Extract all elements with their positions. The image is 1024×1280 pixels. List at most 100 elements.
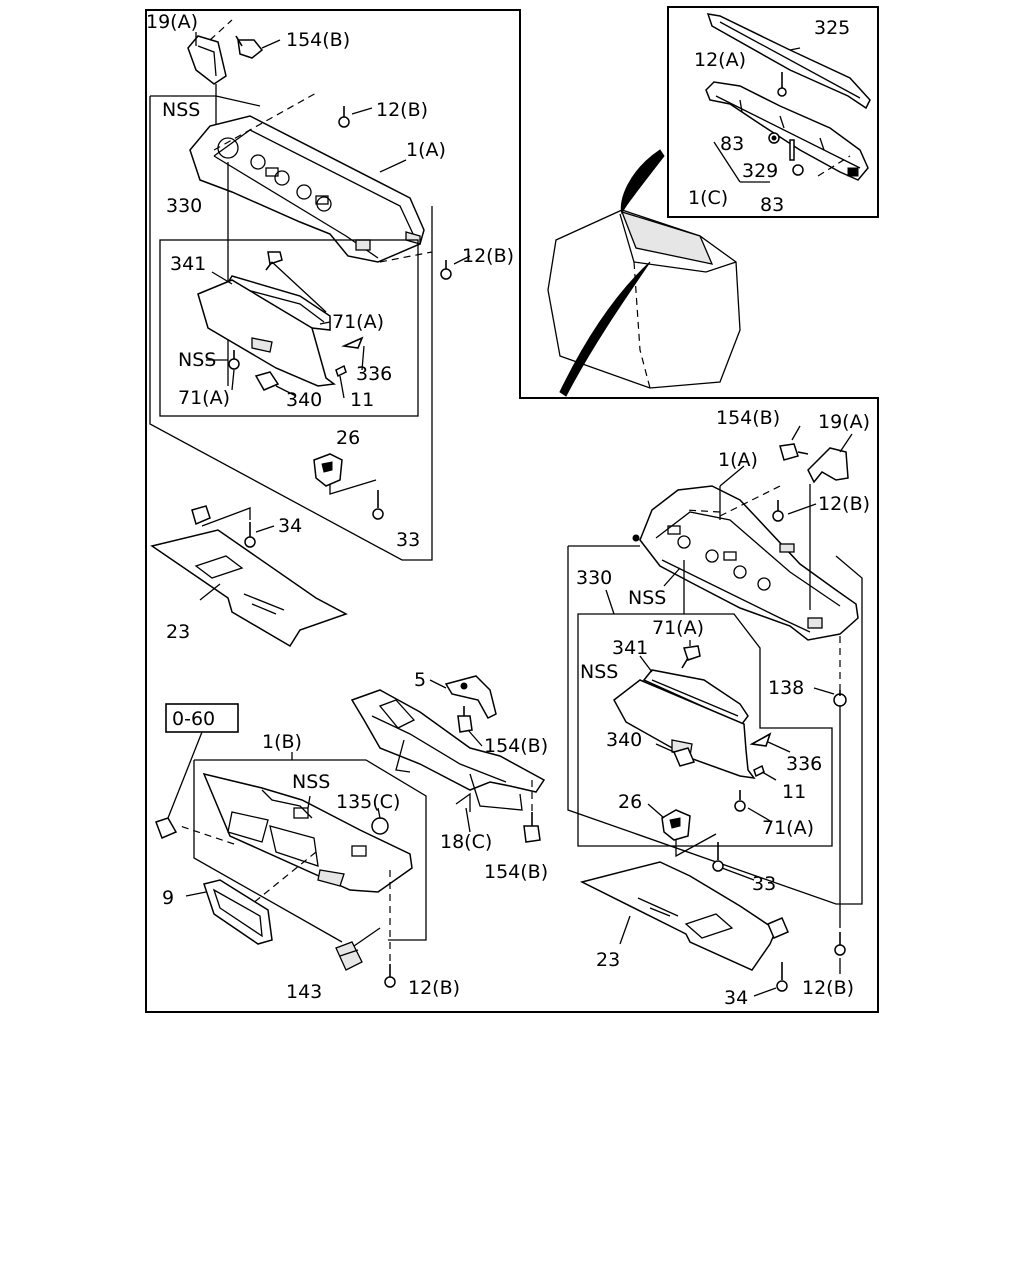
callout-label: NSS — [580, 661, 618, 683]
callout-label: 135(C) — [336, 791, 400, 813]
screw-icon — [338, 106, 350, 128]
callout-label: 12(B) — [408, 977, 460, 999]
callout-label: 340 — [606, 729, 642, 751]
clip-icon — [155, 817, 178, 839]
screw-icon — [244, 522, 256, 548]
left-lower-assembly — [155, 675, 546, 988]
screw-icon — [734, 790, 746, 812]
left-lower-labels: 0-60 1(B) NSS 135(C) 9 143 12(B) 5 154(B… — [162, 669, 548, 1003]
screw-icon — [228, 350, 240, 370]
callout-label: 154(B) — [484, 861, 548, 883]
screw-icon — [768, 132, 780, 144]
callout-label: 11 — [350, 389, 374, 411]
callout-label: 19(A) — [146, 11, 198, 33]
callout-label: 33 — [396, 529, 420, 551]
bolt-icon — [523, 812, 541, 843]
callout-label: 154(B) — [484, 735, 548, 757]
screw-icon — [772, 500, 784, 522]
reference-code: 0-60 — [172, 708, 215, 730]
callout-label: 340 — [286, 389, 322, 411]
screw-icon — [372, 490, 384, 520]
callout-label: 1(B) — [262, 731, 302, 753]
callout-label: 71(A) — [332, 311, 384, 333]
clip-icon — [672, 747, 696, 767]
callout-label: 12(B) — [376, 99, 428, 121]
callout-label: 143 — [286, 981, 322, 1003]
callout-label: 5 — [414, 669, 426, 691]
callout-label: NSS — [628, 587, 666, 609]
inset-trim-detail — [705, 13, 871, 183]
callout-label: 26 — [336, 427, 360, 449]
inset-labels: 325 12(A) 83 329 1(C) 83 — [688, 17, 850, 216]
clip-icon — [341, 336, 364, 349]
left-upper-labels: 19(A) 154(B) NSS 12(B) 1(A) 330 12(B) 34… — [146, 11, 514, 643]
callout-label: 23 — [166, 621, 190, 643]
clip-icon — [789, 139, 795, 161]
bracket-icon — [807, 447, 849, 484]
callout-label: 33 — [752, 873, 776, 895]
callout-label: 154(B) — [286, 29, 350, 51]
clip-icon — [254, 371, 280, 391]
callout-label: 329 — [742, 160, 778, 182]
callout-label: NSS — [178, 349, 216, 371]
callout-label: 83 — [760, 194, 784, 216]
screw-icon — [384, 964, 396, 988]
callout-label: 71(A) — [178, 387, 230, 409]
callout-label: 12(B) — [818, 493, 870, 515]
bracket-icon — [187, 35, 227, 85]
screw-icon — [777, 72, 787, 97]
dashboard-vehicle-silhouette-icon — [547, 149, 741, 397]
clip-icon — [371, 817, 389, 835]
callout-label: 336 — [356, 363, 392, 385]
callout-label: 11 — [782, 781, 806, 803]
right-assembly — [567, 425, 863, 997]
callout-label: NSS — [162, 99, 200, 121]
callout-label: NSS — [292, 771, 330, 793]
callout-label: 330 — [166, 195, 202, 217]
callout-label: 336 — [786, 753, 822, 775]
callout-label: 138 — [768, 677, 804, 699]
callout-label: 1(C) — [688, 187, 728, 209]
callout-label: 18(C) — [440, 831, 492, 853]
callout-label: 34 — [724, 987, 748, 1009]
callout-label: 1(A) — [406, 139, 446, 161]
clip-icon — [749, 732, 772, 747]
clip-icon — [313, 453, 343, 487]
bolt-icon — [457, 706, 473, 733]
clip-icon — [753, 764, 765, 778]
left-upper-assembly — [149, 19, 471, 648]
callout-label: 12(B) — [462, 245, 514, 267]
screw-icon — [265, 251, 283, 271]
callout-label: 12(A) — [694, 49, 746, 71]
callout-label: 83 — [720, 133, 744, 155]
callout-label: 26 — [618, 791, 642, 813]
callout-label: 325 — [814, 17, 850, 39]
callout-label: 71(A) — [652, 617, 704, 639]
callout-label: 341 — [612, 637, 648, 659]
callout-label: 19(A) — [818, 411, 870, 433]
callout-label: 1(A) — [718, 449, 758, 471]
screw-icon — [833, 690, 847, 707]
screw-icon — [834, 932, 846, 956]
screw-icon — [440, 260, 452, 280]
bolt-icon — [779, 443, 809, 461]
clip-icon — [335, 364, 347, 378]
callout-label: 34 — [278, 515, 302, 537]
screw-icon — [712, 842, 724, 872]
callout-label: 12(B) — [802, 977, 854, 999]
clip-icon — [661, 809, 691, 841]
callout-label: 154(B) — [716, 407, 780, 429]
bracket-icon — [444, 675, 497, 719]
bolt-icon — [235, 35, 264, 59]
clip-icon — [191, 505, 211, 526]
clip-icon — [335, 941, 363, 971]
callout-label: 330 — [576, 567, 612, 589]
diagram-frames — [145, 6, 879, 1013]
callout-label: 23 — [596, 949, 620, 971]
right-labels: 154(B) 19(A) 1(A) 12(B) 330 NSS 71(A) 34… — [576, 407, 870, 1009]
screw-icon — [792, 164, 804, 176]
screw-icon — [681, 645, 701, 669]
callout-label: 341 — [170, 253, 206, 275]
callout-label: 9 — [162, 887, 174, 909]
